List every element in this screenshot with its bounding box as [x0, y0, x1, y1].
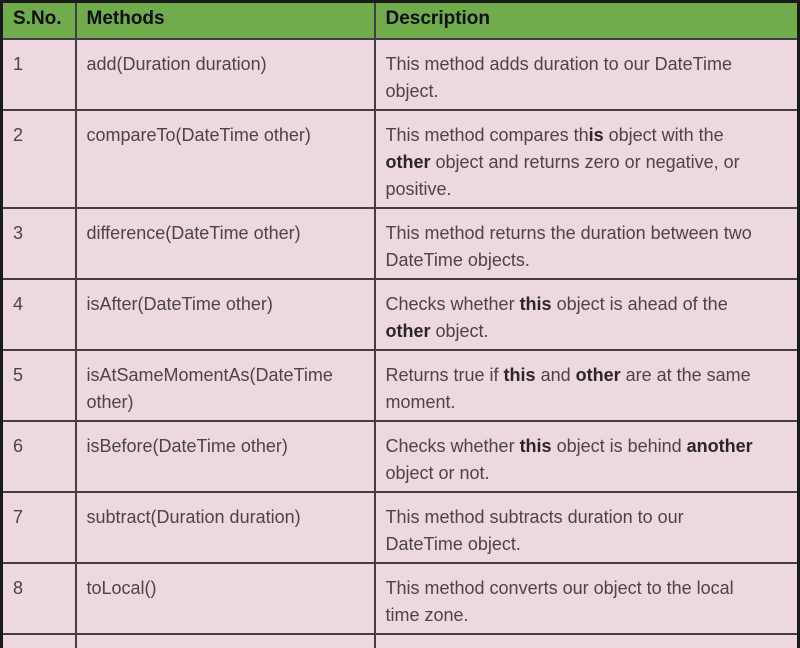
cell-method: isAfter(DateTime other)	[74, 277, 376, 351]
cell-serial-number: 8	[0, 561, 77, 635]
cell-description: Returns true if this and other are at th…	[373, 348, 800, 422]
description-bold-term: is	[588, 124, 604, 145]
description-text: object with the	[608, 124, 724, 145]
cell-description: This method subtracts duration to our Da…	[373, 490, 800, 564]
cell-serial-number: 9	[0, 632, 77, 648]
description-bold-term: this	[503, 364, 536, 385]
cell-method: toUtc()	[74, 632, 376, 648]
cell-serial-number: 6	[0, 419, 77, 493]
description-text: object and returns zero or negative, or …	[385, 151, 740, 199]
cell-description: This method adds duration to our DateTim…	[373, 37, 800, 111]
description-bold-term: other	[385, 151, 431, 172]
column-header-description: Description	[373, 0, 800, 40]
description-text: object is behind	[551, 435, 687, 456]
cell-serial-number: 1	[0, 37, 77, 111]
cell-description: Checks whether this object is behind ano…	[373, 419, 800, 493]
table-header: S.No. Methods Description	[0, 0, 800, 40]
cell-serial-number: 3	[0, 206, 77, 280]
cell-serial-number: 2	[0, 108, 77, 209]
description-bold-term: another	[686, 435, 753, 456]
cell-method: isAtSameMomentAs(DateTime other)	[74, 348, 376, 422]
cell-method: difference(DateTime other)	[74, 206, 376, 280]
description-text: Checks whether	[385, 435, 520, 456]
description-bold-term: this	[519, 293, 552, 314]
description-text: object is ahead of the	[556, 293, 728, 314]
cell-description: This method compares this object with th…	[373, 108, 800, 209]
cell-description: This method converts our object to the l…	[373, 561, 800, 635]
description-text: Checks whether	[385, 293, 520, 314]
cell-description: This method returns the duration between…	[373, 206, 800, 280]
cell-serial-number: 7	[0, 490, 77, 564]
description-text: object.	[430, 320, 489, 341]
column-header-methods: Methods	[74, 0, 376, 40]
description-text: This method compares th	[385, 124, 589, 145]
description-text: This method converts our object to the l…	[385, 577, 734, 625]
cell-method: subtract(Duration duration)	[74, 490, 376, 564]
description-text: This method returns the duration between…	[385, 222, 752, 270]
cell-method: compareTo(DateTime other)	[74, 108, 376, 209]
description-bold-term: other	[575, 364, 621, 385]
description-bold-term: other	[385, 320, 431, 341]
header-row: S.No. Methods Description	[0, 0, 800, 40]
cell-method: toLocal()	[74, 561, 376, 635]
description-text: and	[535, 364, 576, 385]
cell-description: This method converts our object to the U…	[373, 632, 800, 648]
description-text: This method subtracts duration to our Da…	[385, 506, 684, 554]
cell-serial-number: 4	[0, 277, 77, 351]
description-text: are at the same moment.	[385, 364, 751, 412]
column-header-sno: S.No.	[0, 0, 77, 40]
cell-serial-number: 5	[0, 348, 77, 422]
description-text: object or not.	[385, 462, 490, 483]
cell-description: Checks whether this object is ahead of t…	[373, 277, 800, 351]
description-bold-term: this	[519, 435, 552, 456]
cell-method: add(Duration duration)	[74, 37, 376, 111]
description-text: This method adds duration to our DateTim…	[385, 53, 733, 101]
description-text: Returns true if	[385, 364, 504, 385]
table-row: 9toUtc()This method converts our object …	[0, 632, 800, 648]
cell-method: isBefore(DateTime other)	[74, 419, 376, 493]
